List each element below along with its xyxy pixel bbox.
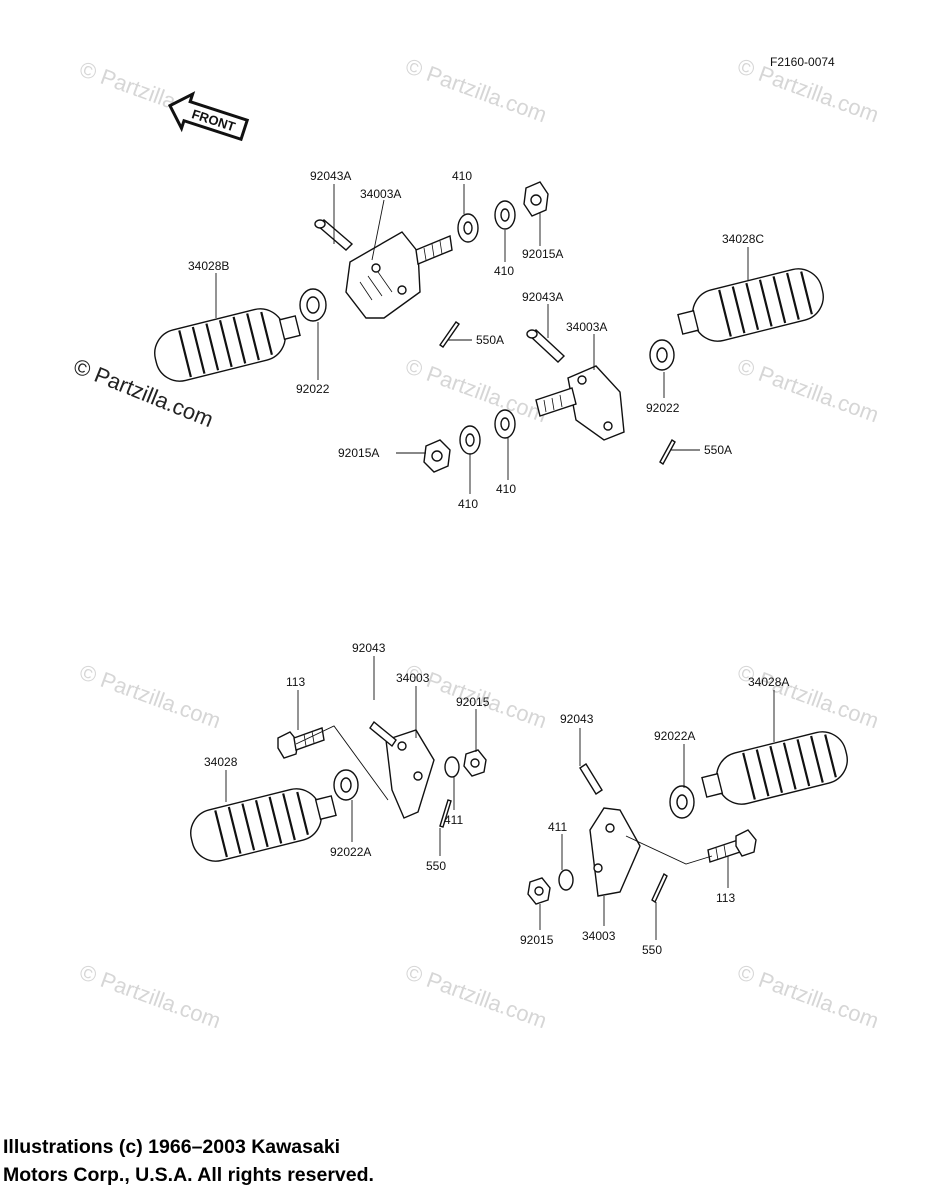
washer-411	[558, 869, 574, 891]
part-label: 411	[548, 820, 567, 834]
watermark: © Partzilla.com	[402, 353, 550, 427]
bolt-113	[277, 727, 325, 759]
diagram-code: F2160-0074	[770, 55, 835, 69]
part-label: 92043A	[522, 290, 563, 304]
footpeg-bracket-lower-right	[579, 763, 641, 897]
part-label: 34028	[204, 755, 238, 769]
footpeg-rubber-right	[677, 268, 824, 342]
watermark: © Partzilla.com	[76, 959, 224, 1033]
part-label: 34028C	[722, 232, 764, 246]
part-label: 92043A	[310, 169, 351, 183]
part-label: 410	[496, 482, 516, 496]
part-label: 92015	[456, 695, 490, 709]
watermark: © Partzilla.com	[734, 659, 882, 733]
part-label: 411	[444, 813, 463, 827]
leader-lines	[215, 184, 775, 940]
part-label: 34003	[582, 929, 616, 943]
part-label: 410	[494, 264, 514, 278]
footpeg-bracket-upper	[345, 231, 453, 319]
part-label: 92022	[646, 401, 680, 415]
watermark: © Partzilla.com	[734, 959, 882, 1033]
part-label: 92015	[520, 933, 554, 947]
part-label: 92022A	[654, 729, 695, 743]
part-label: 550	[426, 859, 446, 873]
watermark: © Partzilla.com	[76, 659, 224, 733]
part-label: 92043	[560, 712, 594, 726]
part-label: 92043	[352, 641, 386, 655]
part-label: 410	[458, 497, 478, 511]
part-label: 550	[642, 943, 662, 957]
footpeg-exploded-diagram: © Partzilla.com © Partzilla.com © Partzi…	[70, 53, 882, 1033]
watermark-layer: © Partzilla.com © Partzilla.com © Partzi…	[70, 53, 882, 1033]
part-label: 34003A	[360, 187, 401, 201]
part-labels: 92043A 34003A 410 410 92015A 34028B 550A…	[188, 169, 789, 957]
footpeg-rubber-left	[154, 308, 301, 382]
watermark: © Partzilla.com	[402, 53, 550, 127]
watermark: © Partzilla.com	[402, 959, 550, 1033]
part-label: 550A	[704, 443, 732, 457]
part-label: 113	[716, 891, 735, 905]
copyright-line-1: Illustrations (c) 1966–2003 Kawasaki	[3, 1136, 341, 1158]
part-label: 34003	[396, 671, 430, 685]
part-label: 92015A	[338, 446, 379, 460]
cotter-pin-upper	[439, 321, 460, 348]
part-label: 34028B	[188, 259, 229, 273]
footpeg-rubber-lower-left	[190, 788, 337, 862]
copyright-footer: Illustrations (c) 1966–2003 Kawasaki Mot…	[3, 1133, 374, 1189]
washer-411	[444, 756, 460, 778]
cotter-pin-lower-left	[439, 799, 452, 828]
part-label: 92015A	[522, 247, 563, 261]
part-label: 34028A	[748, 675, 789, 689]
copyright-line-2: Motors Corp., U.S.A. All rights reserved…	[3, 1164, 374, 1186]
footpeg-rubber-lower-right	[701, 731, 848, 805]
part-label: 92022	[296, 382, 330, 396]
part-label: 34003A	[566, 320, 607, 334]
bolt-113	[707, 829, 757, 863]
watermark: © Partzilla.com	[734, 353, 882, 427]
cotter-pin-upper-right	[659, 438, 676, 466]
cotter-pin-lower-right	[651, 872, 668, 904]
footpeg-bracket-lower-left	[369, 720, 435, 819]
part-label: 410	[452, 169, 472, 183]
footpeg-bracket-upper-right	[535, 365, 625, 441]
part-label: 550A	[476, 333, 504, 347]
part-label: 92022A	[330, 845, 371, 859]
part-label: 113	[286, 675, 305, 689]
